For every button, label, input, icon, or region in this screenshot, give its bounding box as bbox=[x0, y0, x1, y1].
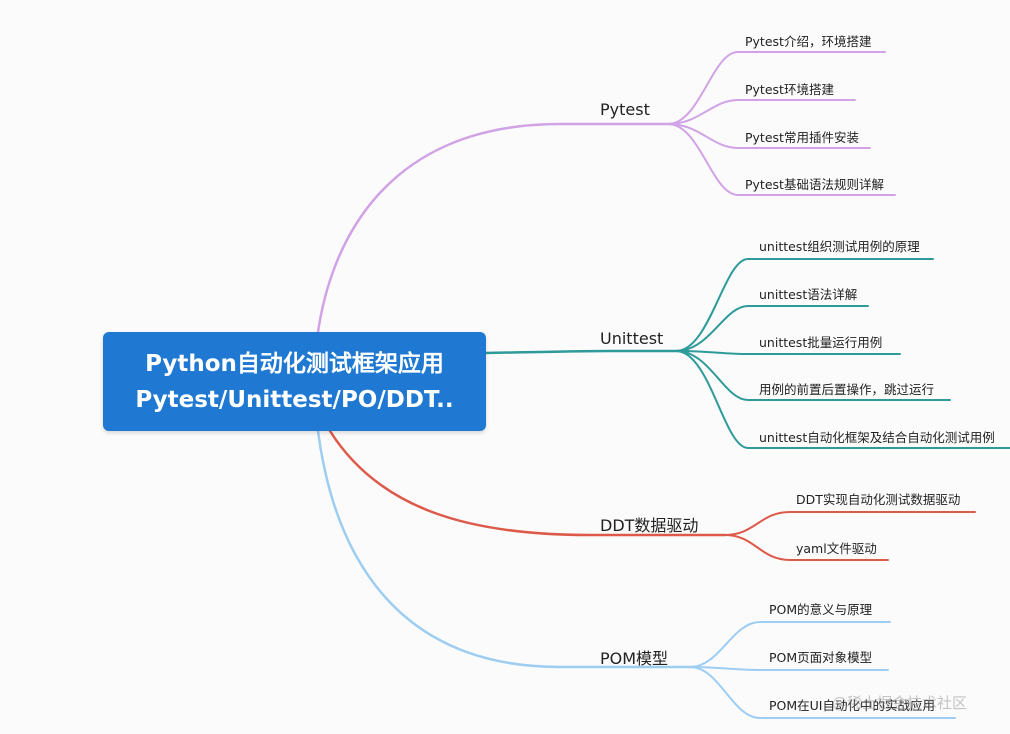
leaf-ddt-1[interactable]: DDT实现自动化测试数据驱动 bbox=[796, 492, 961, 507]
connector-pytest-leaf-3 bbox=[667, 123, 871, 149]
root-title-line1: Python自动化测试框架应用 bbox=[145, 350, 444, 377]
connector-ddt-leaf-2 bbox=[724, 534, 889, 561]
leaf-unittest-1[interactable]: unittest组织测试用例的原理 bbox=[759, 239, 920, 254]
connector-pom bbox=[316, 429, 700, 669]
connector-ddt-leaf-1 bbox=[724, 511, 976, 536]
root-topic[interactable]: Python自动化测试框架应用 Pytest/Unittest/PO/DDT.. bbox=[103, 332, 486, 431]
branch-pytest[interactable]: Pytest bbox=[600, 100, 650, 119]
leaf-unittest-5[interactable]: unittest自动化框架及结合自动化测试用例 bbox=[759, 430, 995, 445]
connector-pytest-leaf-4 bbox=[667, 123, 896, 196]
connector-unittest bbox=[484, 349, 690, 355]
connector-unittest-leaf-2 bbox=[675, 305, 869, 352]
connector-pytest-leaf-1 bbox=[667, 51, 886, 125]
connector-unittest-leaf-4 bbox=[675, 350, 951, 401]
leaf-ddt-2[interactable]: yaml文件驱动 bbox=[796, 541, 877, 556]
leaf-unittest-3[interactable]: unittest批量运行用例 bbox=[759, 335, 883, 350]
connector-pytest-leaf-2 bbox=[667, 99, 856, 125]
leaf-unittest-4[interactable]: 用例的前置后置操作，跳过运行 bbox=[759, 382, 935, 397]
leaf-pom-3[interactable]: POM在UI自动化中的实战应用 bbox=[769, 698, 935, 713]
branch-pom[interactable]: POM模型 bbox=[600, 649, 669, 668]
branch-ddt[interactable]: DDT数据驱动 bbox=[600, 516, 699, 535]
root-title-line2: Pytest/Unittest/PO/DDT.. bbox=[135, 386, 454, 413]
leaf-pytest-1[interactable]: Pytest介绍，环境搭建 bbox=[745, 34, 872, 49]
leaf-pom-2[interactable]: POM页面对象模型 bbox=[769, 650, 873, 665]
connector-pom-leaf-2 bbox=[689, 666, 889, 671]
connector-ddt bbox=[328, 429, 727, 537]
connector-pytest bbox=[316, 122, 680, 334]
connector-unittest-leaf-5 bbox=[675, 350, 1010, 449]
connector-unittest-leaf-3 bbox=[675, 350, 901, 355]
leaf-pytest-4[interactable]: Pytest基础语法规则详解 bbox=[745, 177, 884, 192]
leaf-pytest-3[interactable]: Pytest常用插件安装 bbox=[745, 130, 859, 145]
branch-unittest[interactable]: Unittest bbox=[600, 329, 664, 348]
leaf-unittest-2[interactable]: unittest语法详解 bbox=[759, 287, 858, 302]
connector-pom-leaf-3 bbox=[689, 666, 956, 719]
leaf-pom-1[interactable]: POM的意义与原理 bbox=[769, 602, 873, 617]
watermark: @稀土掘金技术社区 bbox=[832, 694, 968, 712]
leaf-pytest-2[interactable]: Pytest环境搭建 bbox=[745, 82, 834, 97]
connector-unittest-leaf-1 bbox=[675, 258, 934, 352]
connector-pom-leaf-1 bbox=[689, 621, 891, 668]
